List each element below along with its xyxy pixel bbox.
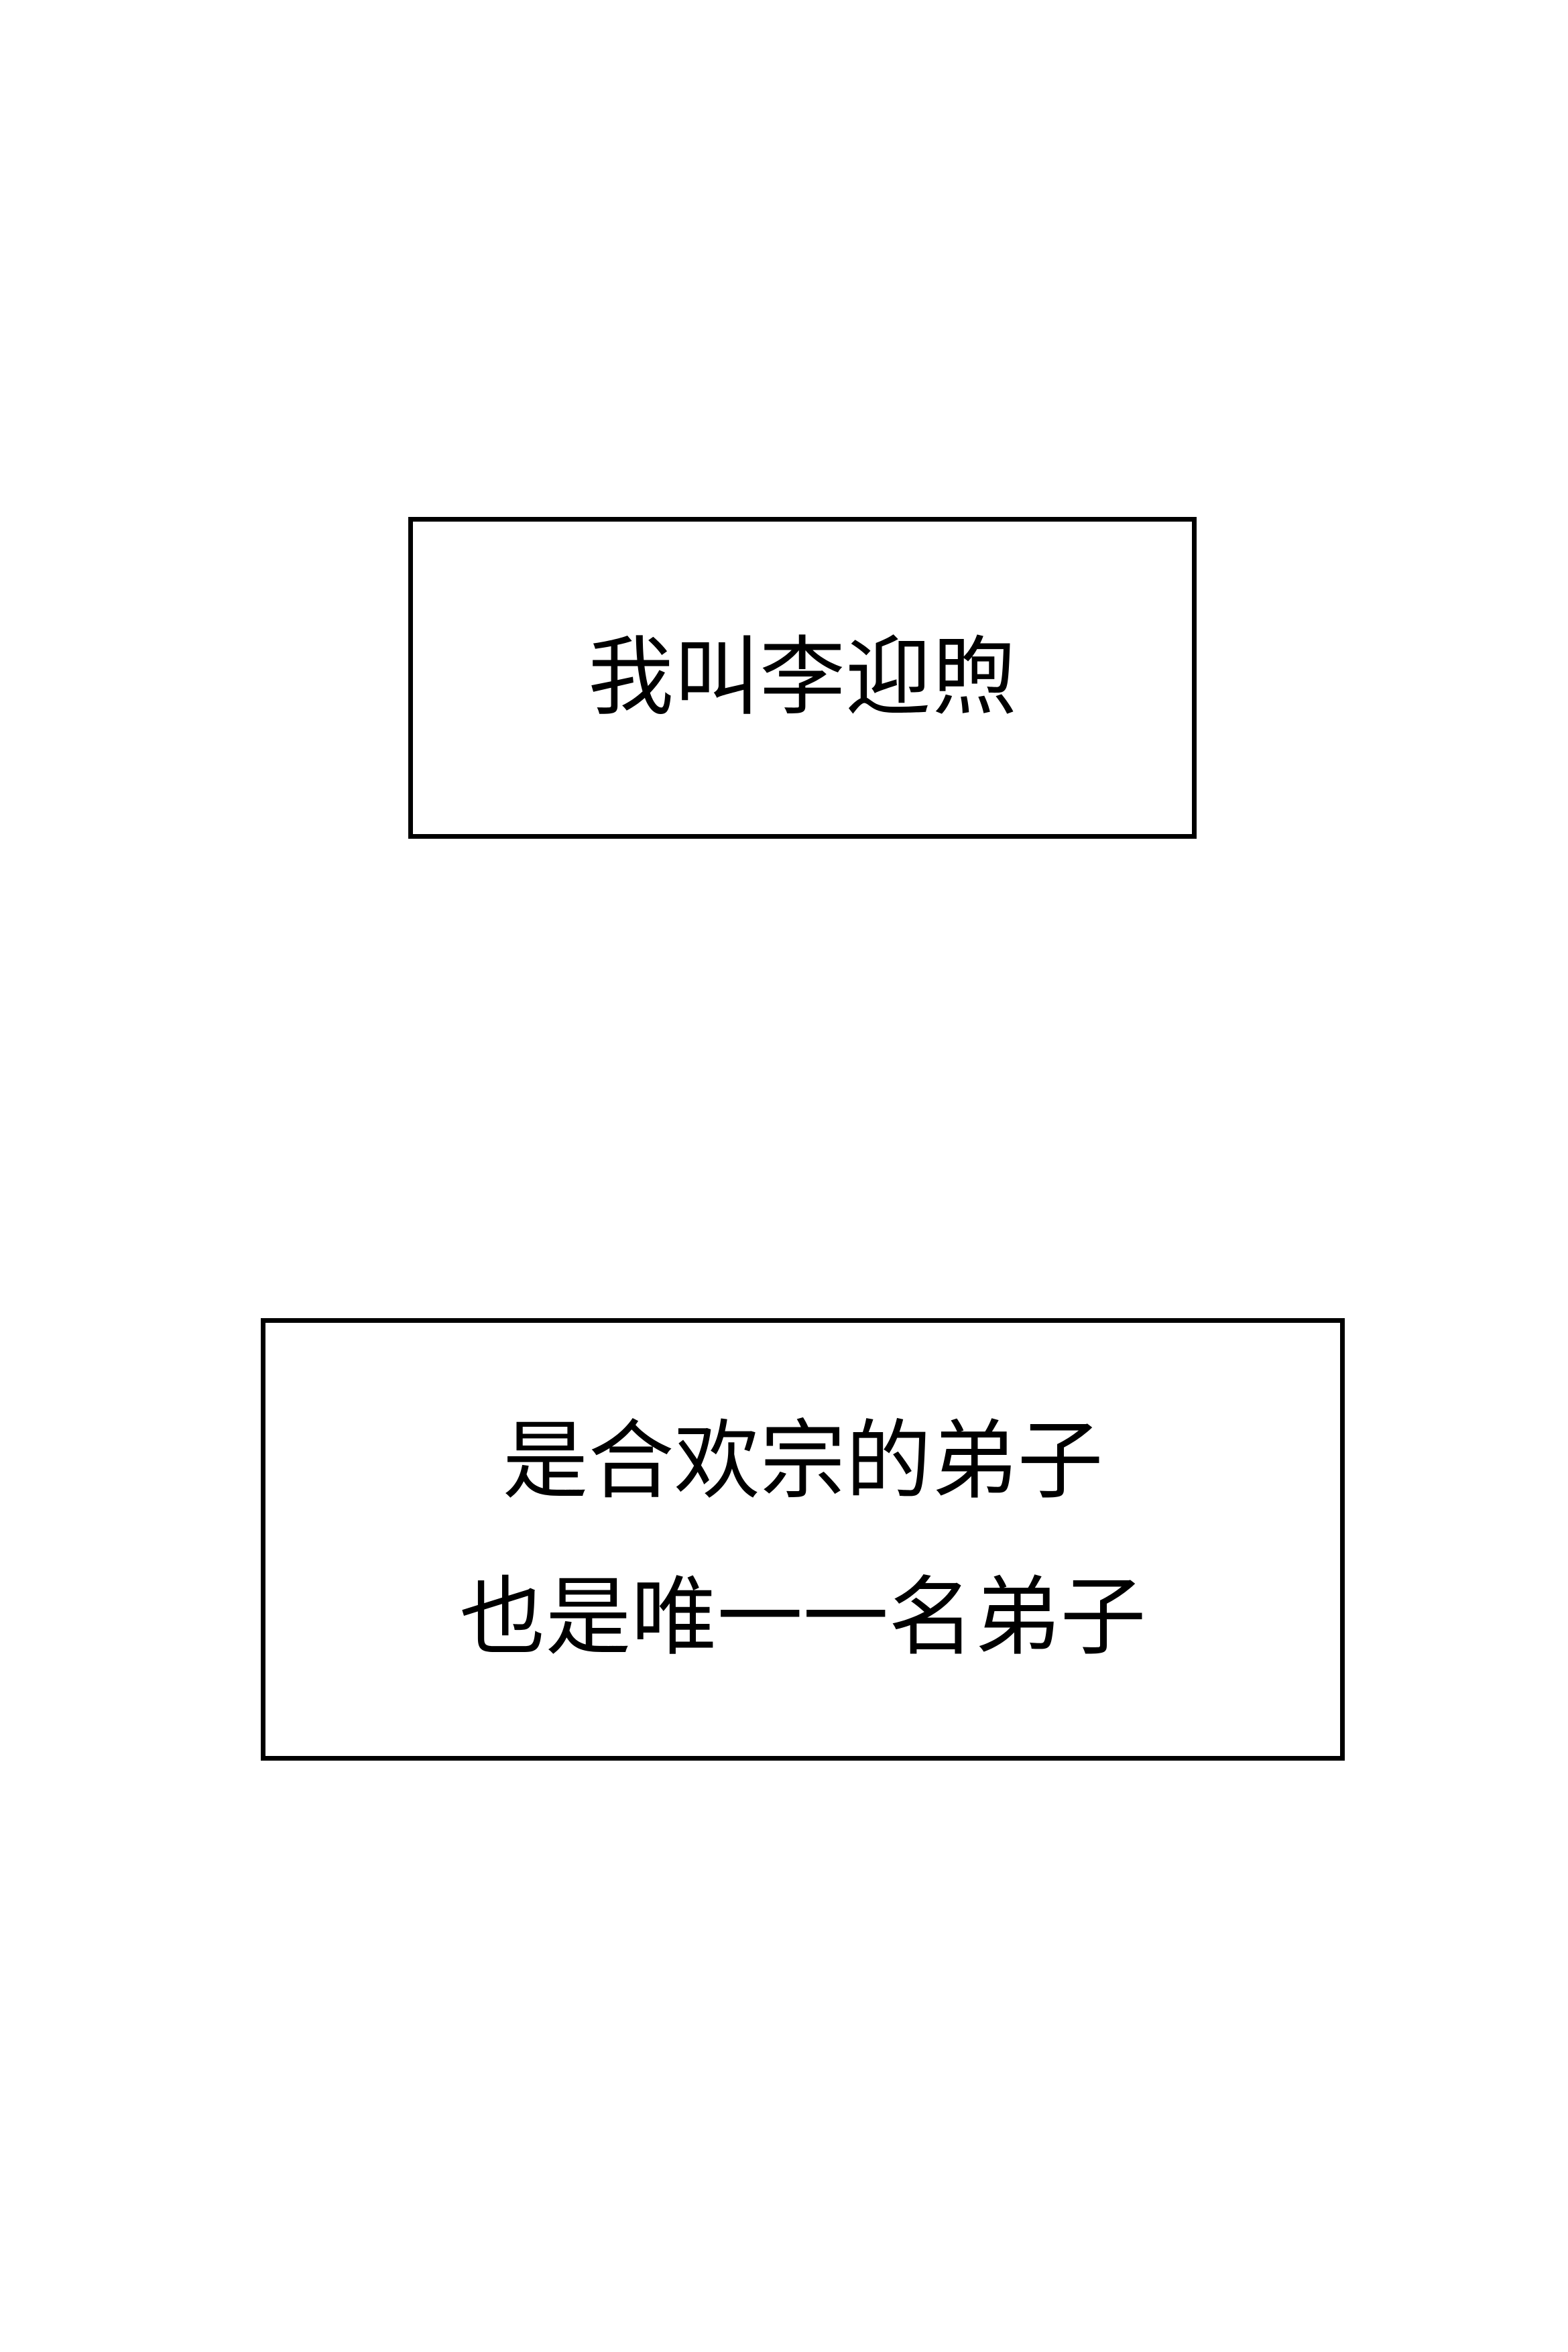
caption-text: 我叫李迎煦 — [587, 628, 1017, 727]
caption-text: 是合欢宗的弟子 — [502, 1411, 1103, 1511]
caption-box-1: 我叫李迎煦 — [408, 517, 1197, 839]
caption-text: 也是唯一一名弟子 — [459, 1567, 1146, 1667]
caption-box-2: 是合欢宗的弟子 也是唯一一名弟子 — [261, 1318, 1345, 1761]
